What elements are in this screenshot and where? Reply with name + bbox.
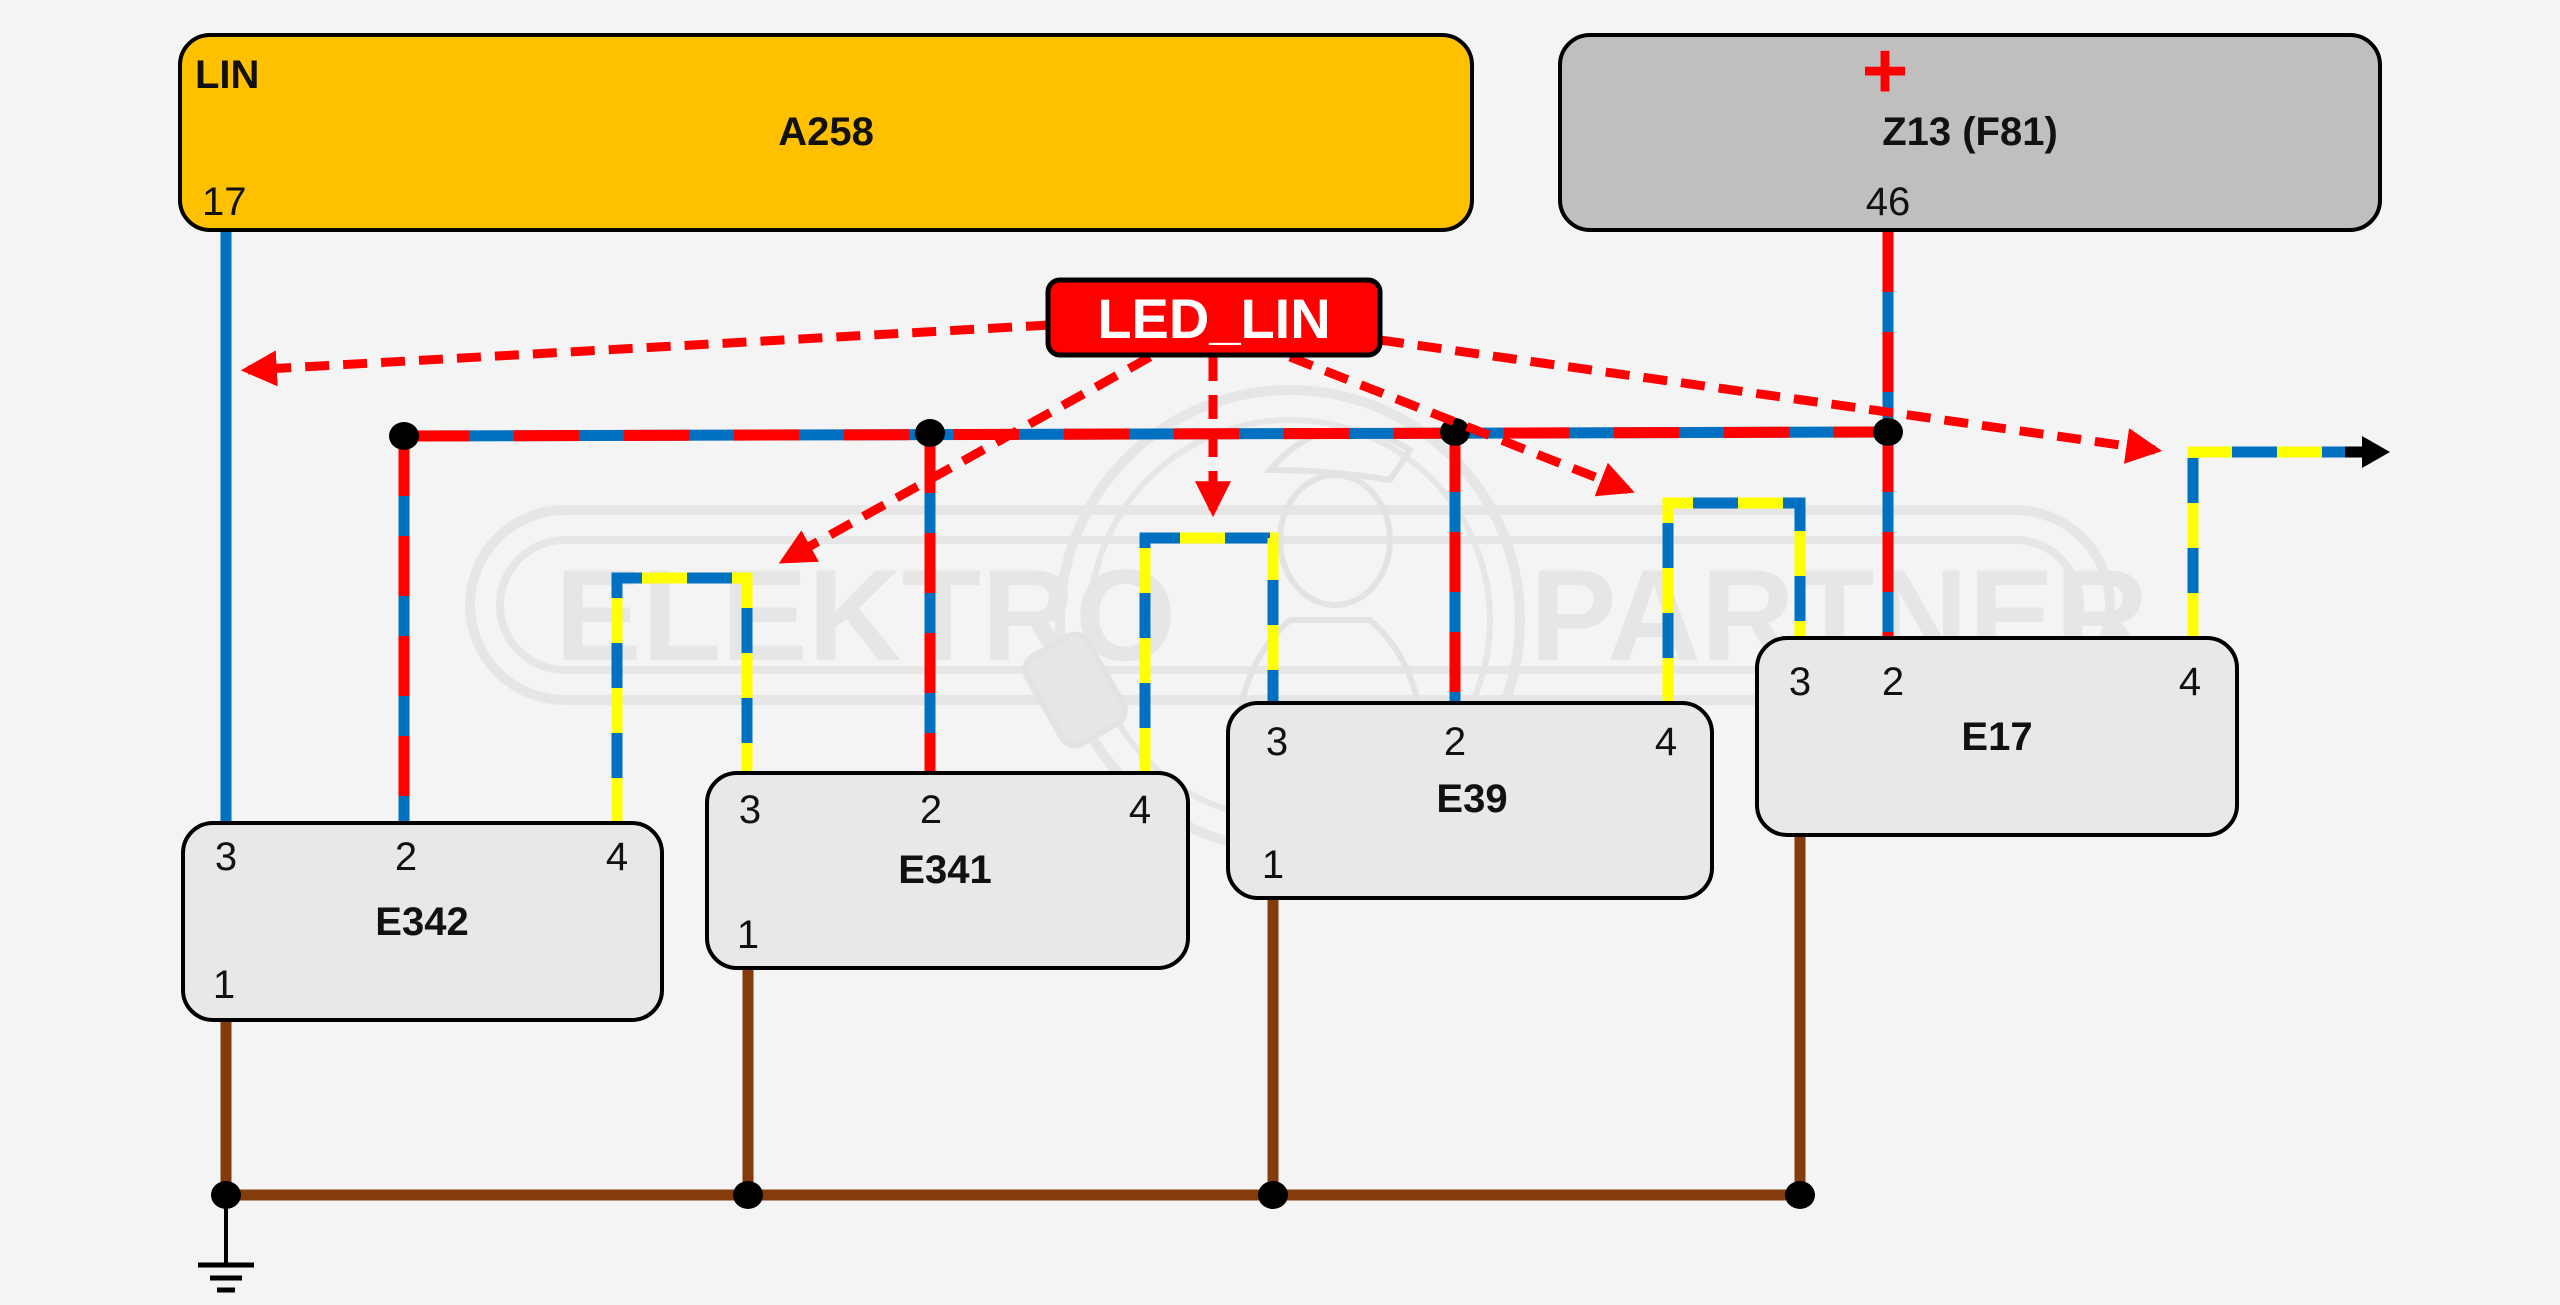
module-name: E17 bbox=[1961, 715, 2032, 759]
junction-dot bbox=[389, 422, 419, 450]
led-lin-text: LED_LIN bbox=[1097, 287, 1330, 350]
junction-dot bbox=[733, 1181, 763, 1209]
pin-4: 4 bbox=[1655, 720, 1677, 764]
module-e17: 3 2 4 E17 bbox=[1755, 636, 2239, 837]
pin-4: 4 bbox=[606, 835, 628, 879]
lin-controller-a258: LIN A258 17 bbox=[178, 33, 1474, 232]
pin-3: 3 bbox=[739, 788, 761, 832]
pin-2: 2 bbox=[395, 835, 417, 879]
module-name: E39 bbox=[1436, 777, 1507, 821]
led-chain-wires bbox=[611, 446, 2355, 823]
plus-icon: + bbox=[1862, 26, 1909, 115]
lin-type-label: LIN bbox=[195, 53, 259, 97]
junction-dot bbox=[1785, 1181, 1815, 1209]
controller-name: A258 bbox=[778, 110, 874, 154]
junction-dot bbox=[915, 419, 945, 447]
led-lin-pointer-arrows bbox=[240, 320, 2163, 564]
junction-dot bbox=[211, 1181, 241, 1209]
ground-icon bbox=[198, 1200, 254, 1293]
power-source-z13: + Z13 (F81) 46 bbox=[1558, 26, 2382, 232]
pin-4: 4 bbox=[1129, 788, 1151, 832]
pin-1: 1 bbox=[1262, 843, 1284, 887]
pin-4: 4 bbox=[2179, 660, 2201, 704]
module-name: E341 bbox=[898, 848, 991, 892]
junction-dot bbox=[1258, 1181, 1288, 1209]
output-arrow-icon bbox=[2345, 436, 2390, 468]
pin-3: 3 bbox=[1789, 660, 1811, 704]
pin-1: 1 bbox=[213, 963, 235, 1007]
pin-2: 2 bbox=[920, 788, 942, 832]
junction-dot bbox=[1873, 418, 1903, 446]
controller-pin: 17 bbox=[202, 180, 247, 224]
junction-dot bbox=[1440, 418, 1470, 446]
module-name: E342 bbox=[375, 900, 468, 944]
pin-2: 2 bbox=[1444, 720, 1466, 764]
module-e39: 3 2 4 E39 1 bbox=[1226, 701, 1714, 900]
pin-3: 3 bbox=[1266, 720, 1288, 764]
pin-2: 2 bbox=[1882, 660, 1904, 704]
pin-1: 1 bbox=[737, 913, 759, 957]
pin-3: 3 bbox=[215, 835, 237, 879]
module-e341: 3 2 4 E341 1 bbox=[705, 771, 1190, 970]
power-pin: 46 bbox=[1866, 180, 1911, 224]
module-e342: 3 2 4 E342 1 bbox=[181, 821, 664, 1022]
led-lin-label: LED_LIN bbox=[1045, 277, 1383, 358]
power-name: Z13 (F81) bbox=[1882, 110, 2058, 154]
power-supply-wires bbox=[389, 232, 1903, 823]
